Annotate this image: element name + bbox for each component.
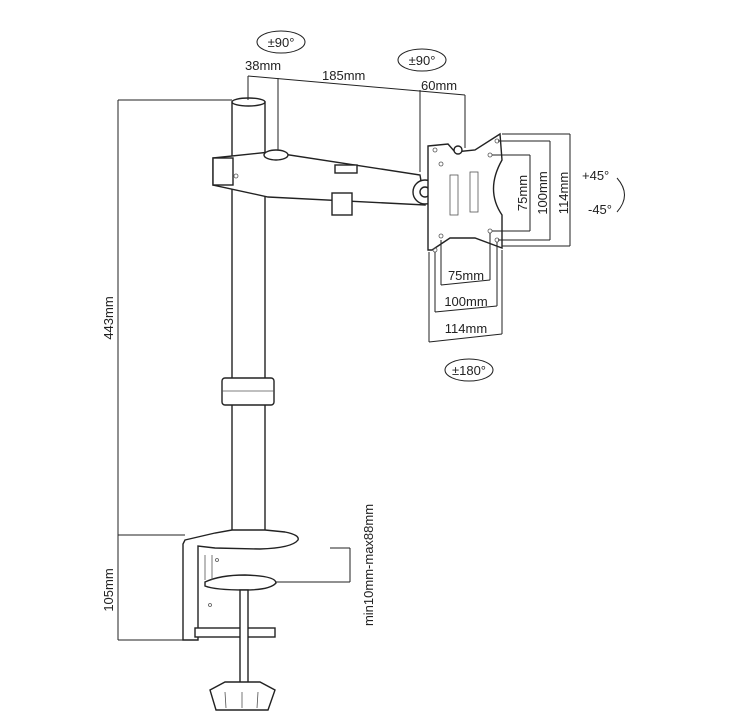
vesa-horizontal-75-label: 75mm [448, 268, 484, 283]
desk-clamp [182, 529, 299, 711]
tilt-down-label: -45° [588, 202, 612, 217]
pole-height-label: 443mm [101, 296, 116, 339]
arm-length-label: 185mm [322, 68, 365, 83]
vesa-plate [427, 132, 503, 253]
vesa-vertical-114-label: 114mm [556, 172, 571, 214]
head-swivel-label: ±90° [409, 53, 436, 68]
desk-thickness-label: min10mm-max88mm [361, 504, 376, 626]
arm [212, 149, 438, 216]
vesa-vertical-100-label: 100mm [535, 171, 550, 214]
vesa-vertical-75-label: 75mm [515, 175, 530, 211]
rotation-label: ±180° [452, 363, 486, 378]
head-offset-label: 60mm [421, 78, 457, 93]
dimension-lines [117, 75, 571, 641]
tilt-up-label: +45° [582, 168, 609, 183]
vesa-horizontal-100-label: 100mm [444, 294, 487, 309]
rotation-indicators [256, 30, 625, 382]
arm-swivel-label: ±90° [268, 35, 295, 50]
clamp-height-label: 105mm [101, 568, 116, 611]
pole-diameter-label: 38mm [245, 58, 281, 73]
vesa-horizontal-114-label: 114mm [445, 321, 487, 336]
